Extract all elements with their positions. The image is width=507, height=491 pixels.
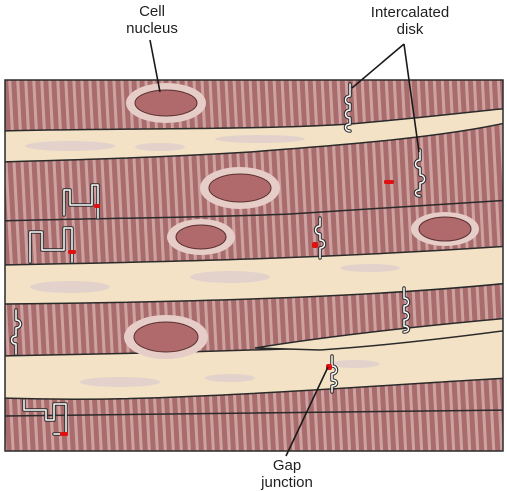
gap-junction	[312, 242, 318, 248]
cell-border	[5, 409, 503, 417]
intercalated-disk	[402, 286, 411, 334]
gap-junction-leader-line	[285, 366, 329, 457]
intercalated-disk	[9, 308, 23, 356]
connective-streak	[80, 377, 160, 387]
connective-streak	[215, 135, 305, 143]
intercalated-disk-label: Intercalated disk	[370, 4, 450, 38]
cell-nucleus	[126, 83, 206, 123]
gap-junction	[94, 204, 100, 208]
cell-nucleus	[200, 167, 280, 209]
connective-streak	[205, 374, 255, 382]
gap-junction-label: Gap junction	[261, 457, 313, 491]
cell-nucleus	[124, 315, 208, 359]
cell-nucleus	[167, 219, 235, 255]
intercalated-disk	[62, 183, 100, 220]
connective-band-4	[254, 317, 503, 351]
nucleus-leader-line	[149, 39, 161, 93]
disk-leader-line	[351, 43, 405, 89]
connective-streak	[340, 264, 400, 272]
connective-streak	[135, 143, 185, 151]
intercalated-disk	[330, 354, 339, 394]
intercalated-disk	[413, 148, 427, 198]
cell-nucleus-label: Cell nucleus	[126, 3, 178, 37]
cell-border	[5, 199, 503, 222]
intercalated-disk	[28, 226, 74, 264]
connective-streak	[330, 360, 380, 368]
intercalated-disk	[22, 398, 68, 436]
gap-junction	[68, 250, 76, 254]
intercalated-disk	[313, 216, 327, 260]
connective-streak	[30, 281, 110, 293]
connective-streak	[25, 141, 115, 151]
gap-junction	[384, 180, 394, 184]
tissue-outline	[4, 79, 504, 452]
gap-junction	[60, 432, 68, 436]
cell-nucleus	[411, 212, 479, 246]
intercalated-disk	[343, 82, 352, 133]
connective-streak	[190, 271, 270, 283]
disk-leader-line	[403, 43, 420, 153]
